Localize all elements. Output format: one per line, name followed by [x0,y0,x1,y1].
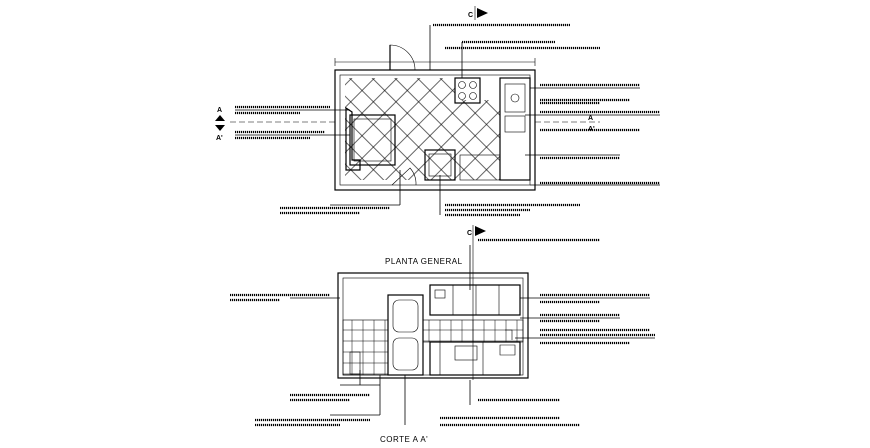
section-marker-mid: C [467,225,486,380]
lower-cabinets [429,341,521,376]
section-door [387,294,424,376]
plan-annotations-bottom [280,170,580,217]
section-elevation [337,272,529,379]
cut-marker-right: A A' [588,115,595,133]
wall-tiles-right [422,319,524,343]
wall-tiles-left [342,319,389,376]
plan-annotations-right [429,23,660,186]
sink [504,83,526,113]
section-annotations [230,238,655,427]
entry-door [389,44,416,71]
cut-label-a-prime: A' [216,135,223,142]
cut-label-right-a: A [588,115,593,122]
dining-table [349,114,396,166]
section-title: CORTE A A' [380,435,428,444]
plan-annotations-left [235,105,350,140]
cut-marker-left: A A' [215,107,225,142]
sofa [345,106,361,171]
section-marker-top-label: C [468,12,473,19]
cut-label-right-a-prime: A' [588,126,595,133]
upper-cabinets [429,284,521,316]
section-outer-wall [337,272,529,379]
stove [454,77,481,104]
cut-label-a: A [217,107,222,114]
section-marker-mid-label: C [467,230,472,237]
plan-outer-wall [334,69,536,191]
cabinet [459,154,501,181]
side-door [391,167,417,186]
section-marker-top: C [468,6,488,20]
counter [499,77,531,181]
plan-title: PLANTA GENERAL [385,257,463,266]
floor-plan [230,44,600,191]
